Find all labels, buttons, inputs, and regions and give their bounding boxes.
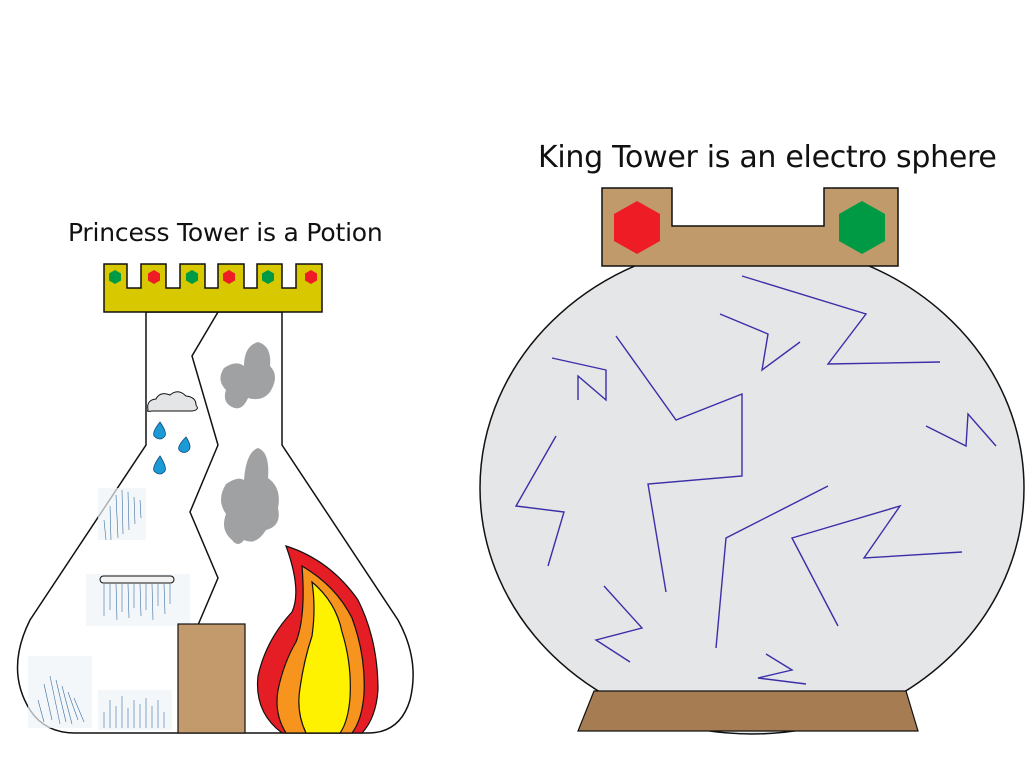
frost-strands: [103, 696, 165, 728]
frost-patch: [98, 690, 172, 730]
hexagon-gem-icon: [305, 270, 317, 284]
water-drop-icon: [178, 436, 191, 453]
hexagon-gem-icon: [839, 201, 885, 254]
lightning-bolt-icon: [741, 275, 941, 365]
icicle-strands: [103, 583, 171, 621]
water-drop-icon: [153, 455, 166, 475]
tower-door: [177, 623, 246, 734]
flame-inner: [298, 580, 351, 734]
water-drops: [153, 421, 191, 475]
rain-cloud-icon: [147, 391, 198, 412]
king-tower-caption: King Tower is an electro sphere: [538, 140, 997, 175]
flask-crack-line: [189, 311, 219, 626]
hexagon-gem-icon: [148, 270, 160, 284]
lightning-bolts: [514, 275, 997, 685]
crown-gems: [109, 270, 317, 284]
water-drop-icon: [153, 421, 166, 440]
frost-strands: [37, 675, 85, 725]
king-crown: [601, 187, 899, 267]
potion-flask-icon: [16, 263, 414, 734]
lightning-bolt-icon: [719, 313, 801, 372]
hexagon-gem-icon: [109, 270, 121, 284]
lightning-bolt-icon: [715, 485, 829, 649]
lightning-bolt-icon: [594, 585, 644, 663]
hexagon-gem-icon: [186, 270, 198, 284]
lightning-bolt-icon: [615, 335, 743, 593]
smoke-cloud-icon: [220, 342, 275, 409]
frost-patches: [28, 488, 190, 730]
hexagon-gem-icon: [614, 201, 660, 254]
lightning-bolt-icon: [551, 357, 607, 402]
electro-sphere-icon: [479, 187, 1025, 735]
frost-patch: [28, 656, 92, 728]
sphere-base: [577, 690, 919, 732]
frost-strands: [103, 489, 142, 541]
lightning-bolt-icon: [514, 435, 565, 567]
hexagon-gem-icon: [262, 270, 274, 284]
hexagon-gem-icon: [223, 270, 235, 284]
smoke-cloud-icon: [221, 448, 279, 544]
lightning-bolt-icon: [790, 504, 963, 627]
princess-tower-caption: Princess Tower is a Potion: [68, 218, 383, 247]
princess-crown: [103, 263, 323, 313]
lightning-bolt-icon: [757, 653, 807, 685]
flame-icon: [256, 545, 379, 734]
sphere-globe: [479, 241, 1025, 735]
lightning-bolt-icon: [925, 412, 997, 448]
icicle-bar: [99, 575, 175, 584]
